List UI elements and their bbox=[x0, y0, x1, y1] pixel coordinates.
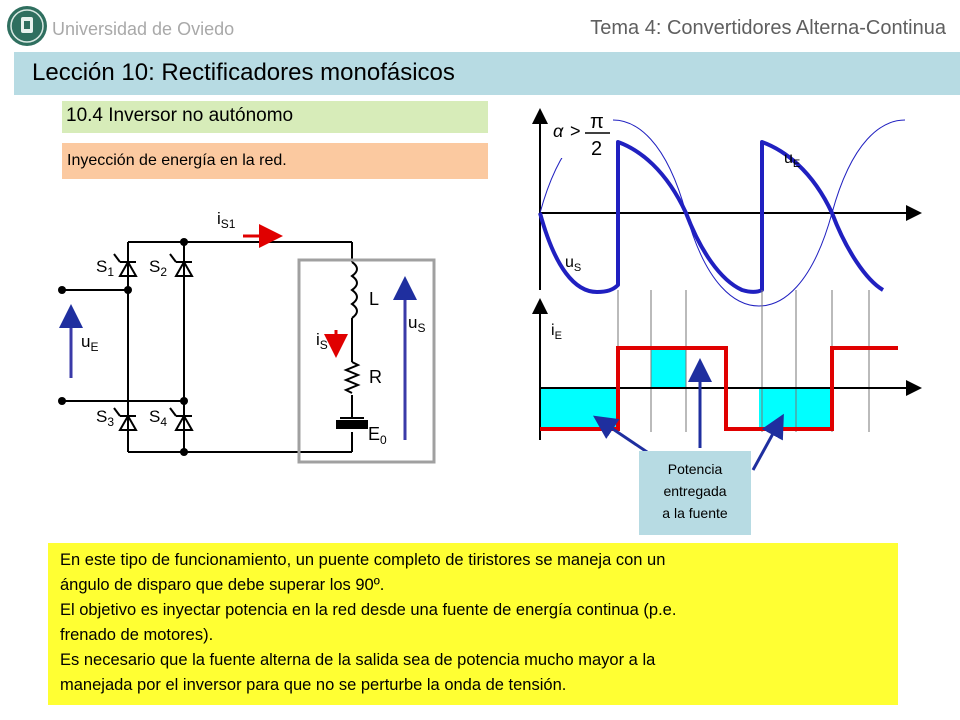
alpha-relation: > bbox=[570, 121, 581, 141]
subtitle-box: Inyección de energía en la red. bbox=[62, 143, 488, 179]
svg-text:uS: uS bbox=[408, 313, 425, 335]
note-line: En este tipo de funcionamiento, un puent… bbox=[60, 551, 666, 569]
power-area bbox=[651, 348, 686, 388]
thyristor-s1 bbox=[113, 253, 138, 277]
s2-label: S bbox=[149, 257, 160, 276]
pi-symbol: π bbox=[590, 111, 604, 133]
ue-wave-label: u bbox=[784, 150, 793, 167]
node-dot bbox=[180, 397, 188, 405]
power-label-line: a la fuente bbox=[662, 505, 728, 521]
us-circuit-sub: S bbox=[417, 321, 425, 335]
topic-title: Tema 4: Convertidores Alterna-Continua bbox=[590, 17, 946, 39]
lesson-header-bar: Lección 10: Rectificadores monofásicos bbox=[14, 52, 960, 95]
note-line: Es necesario que la fuente alterna de la… bbox=[60, 651, 656, 669]
ie-waveform bbox=[540, 346, 898, 431]
node-dot bbox=[180, 238, 188, 246]
inductor-label: L bbox=[369, 289, 379, 309]
us-waveform bbox=[538, 140, 885, 294]
thyristor-s2 bbox=[169, 253, 194, 277]
us-wave-sub: S bbox=[574, 262, 581, 274]
svg-text:uE: uE bbox=[81, 332, 98, 354]
resistor-label: R bbox=[369, 367, 382, 387]
source-sub: 0 bbox=[380, 433, 387, 447]
s3-sub: 3 bbox=[107, 415, 114, 429]
section-title: 10.4 Inversor no autónomo bbox=[66, 105, 294, 126]
load-box bbox=[297, 258, 436, 464]
source-label: E bbox=[368, 424, 380, 444]
svg-text:S2: S2 bbox=[149, 257, 167, 279]
ue-circuit-sub: E bbox=[90, 340, 98, 354]
is1-sub: S1 bbox=[221, 217, 236, 231]
note-line: manejada por el inversor para que no se … bbox=[60, 676, 567, 694]
section-title-box: 10.4 Inversor no autónomo bbox=[62, 101, 488, 133]
us-wave-label: u bbox=[565, 254, 574, 271]
svg-text:E0: E0 bbox=[368, 424, 387, 447]
s4-label: S bbox=[149, 407, 160, 426]
us-circuit-label: u bbox=[408, 313, 417, 332]
ue-wave-sub: E bbox=[793, 158, 800, 170]
is-label: i bbox=[316, 330, 320, 349]
subtitle-text: Inyección de energía en la red. bbox=[67, 152, 287, 169]
power-area bbox=[541, 388, 618, 429]
alpha-symbol: α bbox=[553, 121, 564, 141]
svg-text:S1: S1 bbox=[96, 257, 114, 279]
power-label-line: entregada bbox=[663, 483, 727, 499]
svg-text:S4: S4 bbox=[149, 407, 167, 429]
s4-sub: 4 bbox=[160, 415, 167, 429]
power-label-line: Potencia bbox=[667, 461, 723, 477]
ie-wave-sub: E bbox=[555, 330, 562, 342]
ie-wave-label: i bbox=[551, 322, 555, 339]
pointer-arrow bbox=[751, 413, 784, 471]
s2-sub: 2 bbox=[160, 265, 167, 279]
s1-sub: 1 bbox=[107, 265, 114, 279]
terminal-dot bbox=[58, 397, 66, 405]
is1-label: i bbox=[217, 209, 221, 228]
alpha-label-box bbox=[548, 110, 613, 158]
terminal-dot bbox=[58, 286, 66, 294]
note-line: El objetivo es inyectar potencia en la r… bbox=[60, 601, 677, 619]
ue-circuit-label: u bbox=[81, 332, 90, 351]
s3-label: S bbox=[96, 407, 107, 426]
explanation-note: En este tipo de funcionamiento, un puent… bbox=[48, 543, 898, 705]
thyristor-s4 bbox=[169, 407, 194, 431]
note-line: ángulo de disparo que debe superar los 9… bbox=[60, 576, 385, 594]
svg-text:uE: uE bbox=[784, 150, 800, 170]
university-logo bbox=[7, 6, 47, 46]
lesson-title: Lección 10: Rectificadores monofásicos bbox=[32, 59, 455, 86]
dc-source-symbol bbox=[336, 420, 368, 429]
university-name: Universidad de Oviedo bbox=[52, 19, 235, 39]
svg-text:iS: iS bbox=[316, 330, 328, 352]
svg-text:uS: uS bbox=[565, 254, 581, 274]
current-waveform-plot bbox=[532, 290, 922, 440]
power-label-box: Potencia entregada a la fuente bbox=[639, 451, 751, 535]
s1-label: S bbox=[96, 257, 107, 276]
svg-text:iS1: iS1 bbox=[217, 209, 236, 231]
is-sub: S bbox=[320, 338, 328, 352]
two-symbol: 2 bbox=[591, 138, 602, 160]
svg-text:S3: S3 bbox=[96, 407, 114, 429]
thyristor-s3 bbox=[113, 407, 138, 431]
node-dot bbox=[124, 286, 132, 294]
node-dot bbox=[180, 448, 188, 456]
svg-text:iE: iE bbox=[551, 322, 562, 342]
note-line: frenado de motores). bbox=[60, 626, 214, 644]
